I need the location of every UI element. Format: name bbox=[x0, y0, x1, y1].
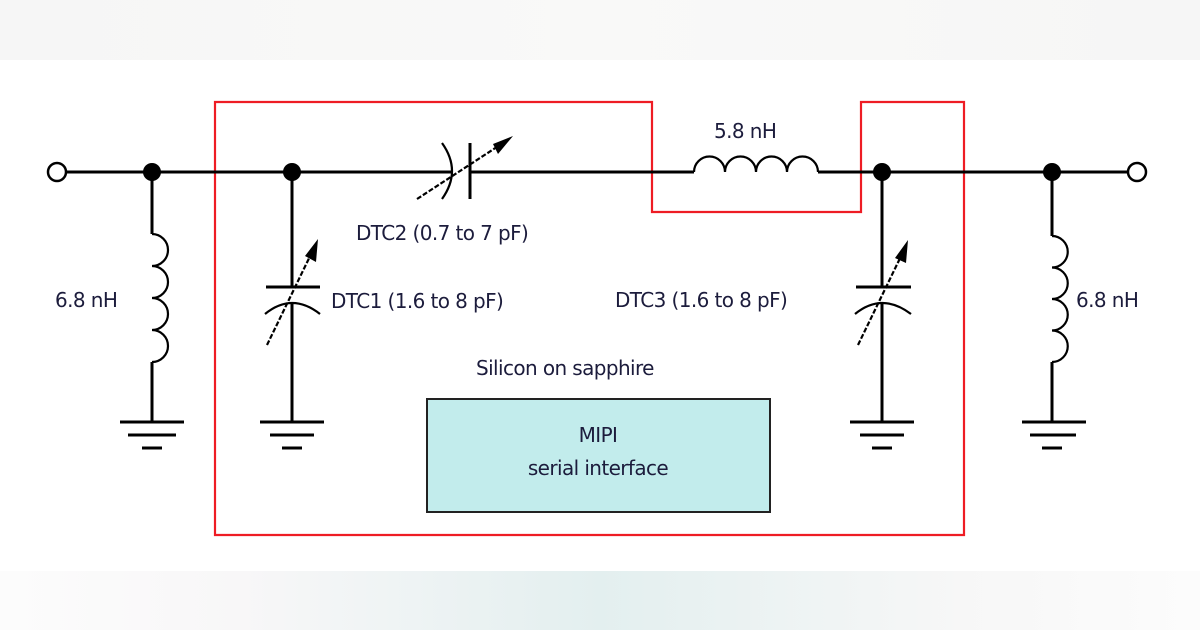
chip-outline bbox=[213, 100, 966, 537]
input-terminal bbox=[46, 161, 68, 183]
tuning-arrow-icon bbox=[416, 142, 504, 200]
mipi-interface-block bbox=[426, 398, 771, 513]
shunt-inductor-left bbox=[150, 172, 170, 422]
shunt-inductor-left-label: 6.8 nH bbox=[55, 288, 117, 312]
ground-symbol bbox=[120, 420, 184, 450]
mipi-label-line2: serial interface bbox=[528, 456, 669, 480]
dtc1-label: DTC1 (1.6 to 8 pF) bbox=[331, 289, 503, 313]
ground-symbol bbox=[850, 420, 914, 450]
dtc3-capacitor bbox=[854, 172, 912, 422]
arrowhead-icon bbox=[493, 136, 513, 154]
tuning-arrow-icon bbox=[266, 247, 315, 346]
shunt-inductor-right bbox=[1050, 172, 1069, 422]
dtc2-label: DTC2 (0.7 to 7 pF) bbox=[356, 221, 528, 245]
ground-symbol bbox=[260, 420, 324, 450]
series-inductor-label: 5.8 nH bbox=[714, 119, 776, 143]
dtc1-capacitor bbox=[264, 172, 321, 422]
arrowhead-icon bbox=[895, 240, 908, 263]
bottom-background-band bbox=[0, 571, 1200, 630]
tuning-arrow-icon bbox=[857, 249, 905, 346]
output-terminal bbox=[1126, 161, 1148, 183]
chip-label: Silicon on sapphire bbox=[476, 356, 654, 380]
series-inductor bbox=[692, 155, 820, 173]
arrowhead-icon bbox=[305, 239, 318, 262]
shunt-inductor-right-label: 6.8 nH bbox=[1076, 288, 1138, 312]
top-background-band bbox=[0, 0, 1200, 60]
mipi-label-line1: MIPI bbox=[579, 423, 618, 447]
dtc3-label: DTC3 (1.6 to 8 pF) bbox=[615, 288, 787, 312]
dtc2-capacitor bbox=[416, 136, 513, 200]
ground-symbol bbox=[1022, 420, 1086, 450]
